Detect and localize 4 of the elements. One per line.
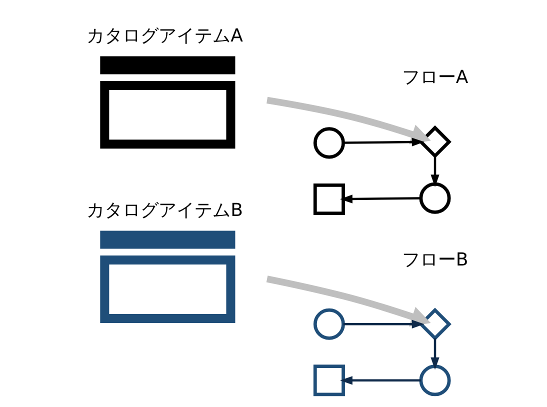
label: フローA xyxy=(402,66,468,88)
node-label: カタログアイテムB xyxy=(86,199,244,220)
node-label: カタログアイテムA xyxy=(86,24,243,46)
label: フローB xyxy=(402,248,468,270)
